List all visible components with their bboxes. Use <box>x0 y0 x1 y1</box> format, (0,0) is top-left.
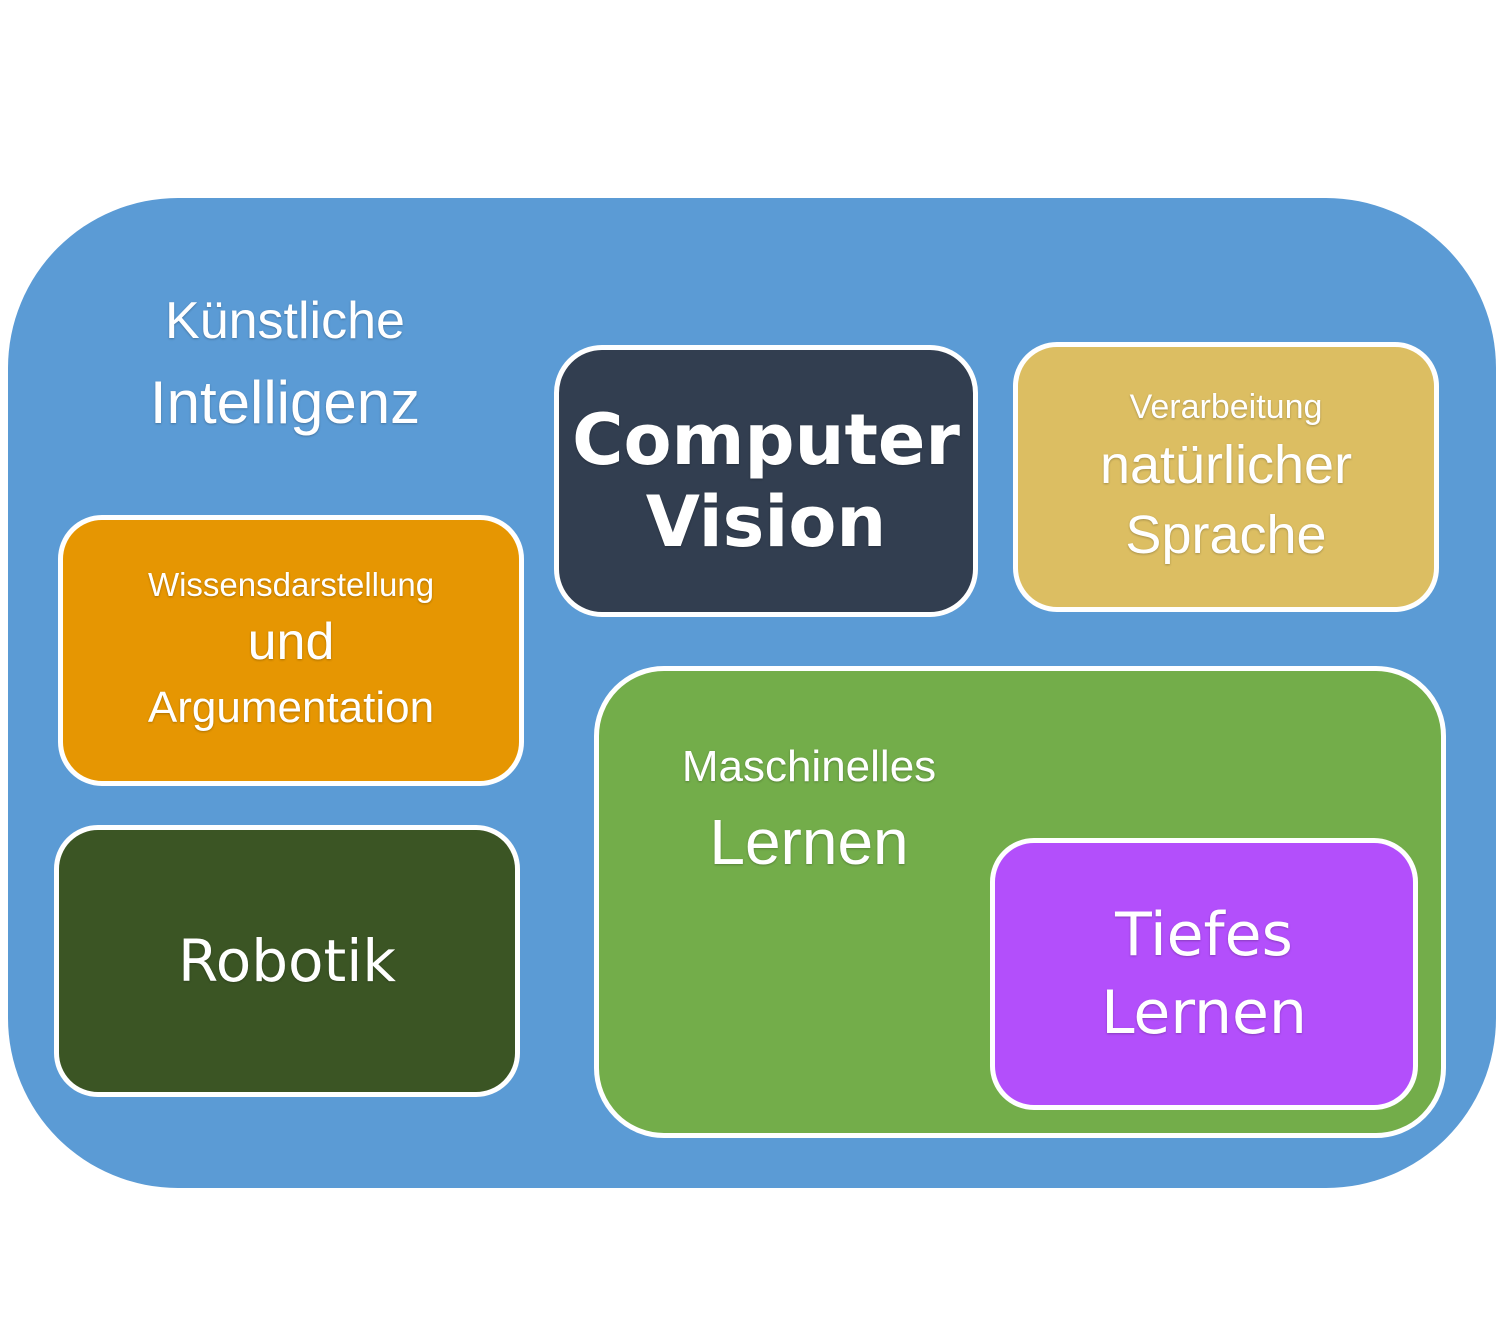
ai-title: Künstliche Intelligenz <box>100 282 470 446</box>
knowledge-line2: und <box>247 612 335 671</box>
computer-vision-line1: Computer <box>572 399 960 481</box>
computer-vision-line2: Vision <box>645 481 887 563</box>
deep-learning-line1: Tiefes <box>1115 900 1293 970</box>
machine-learning-line2: Lernen <box>709 806 909 878</box>
deep-learning-line2: Lernen <box>1101 978 1307 1048</box>
ai-title-line1: Künstliche <box>165 292 405 350</box>
knowledge-line1: Wissensdarstellung <box>147 565 435 603</box>
machine-learning-line1: Maschinelles <box>681 742 937 791</box>
deep-learning-box: Tiefes Lernen <box>990 838 1418 1110</box>
knowledge-representation-box: Wissensdarstellung und Argumentation <box>58 515 524 786</box>
knowledge-line3: Argumentation <box>147 682 435 732</box>
nlp-line3: Sprache <box>1125 505 1327 565</box>
computer-vision-box: Computer Vision <box>554 345 978 617</box>
ai-title-line2: Intelligenz <box>149 369 421 436</box>
robotics-label: Robotik <box>178 927 396 995</box>
nlp-box: Verarbeitung natürlicher Sprache <box>1013 342 1439 612</box>
machine-learning-title: Maschinelles Lernen <box>639 737 979 887</box>
robotics-box: Robotik <box>54 825 520 1097</box>
nlp-line2: natürlicher <box>1099 435 1353 495</box>
nlp-line1: Verarbeitung <box>1129 388 1323 426</box>
